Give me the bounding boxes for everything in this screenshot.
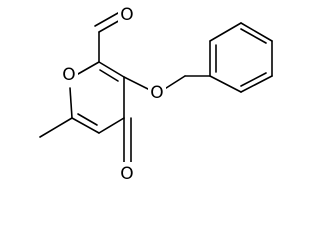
ketone-oxygen-label: O bbox=[120, 164, 133, 184]
molecule-drawing: O O O O bbox=[39, 3, 273, 184]
bond-ph-inner-2 bbox=[240, 72, 267, 87]
ketone-oxygen-bg bbox=[118, 162, 136, 184]
aldehyde-oxygen-bg bbox=[118, 3, 136, 25]
bond-ph-5 bbox=[209, 22, 242, 42]
bond-ph-2 bbox=[240, 75, 273, 93]
ether-oxygen-bg bbox=[148, 81, 166, 103]
bond-ph-inner-3 bbox=[240, 28, 267, 44]
bond-c5-c6 bbox=[71, 117, 100, 134]
bond-ph-4 bbox=[240, 22, 273, 42]
aldehyde-oxygen-label: O bbox=[120, 5, 133, 25]
bond-c5-c6-inner bbox=[77, 113, 98, 126]
bond-c6-methyl bbox=[39, 117, 73, 138]
ring-oxygen-bg bbox=[60, 63, 78, 85]
bond-ringO-c2 bbox=[77, 61, 100, 75]
bond-c2-c3 bbox=[98, 61, 125, 78]
bond-ether-o-ch2 bbox=[162, 75, 186, 91]
ring-oxygen-label: O bbox=[62, 65, 75, 85]
bond-cho-o-2 bbox=[94, 12, 119, 27]
bond-c4-c5 bbox=[98, 117, 125, 134]
bond-c2-c3-inner bbox=[99, 69, 119, 82]
structure-diagram: O O O O bbox=[39, 3, 273, 184]
bond-c3-ether-o bbox=[123, 76, 151, 91]
bond-c6-ringO bbox=[69, 87, 73, 119]
ether-oxygen-label: O bbox=[150, 83, 163, 103]
bond-ph-1 bbox=[209, 75, 242, 93]
